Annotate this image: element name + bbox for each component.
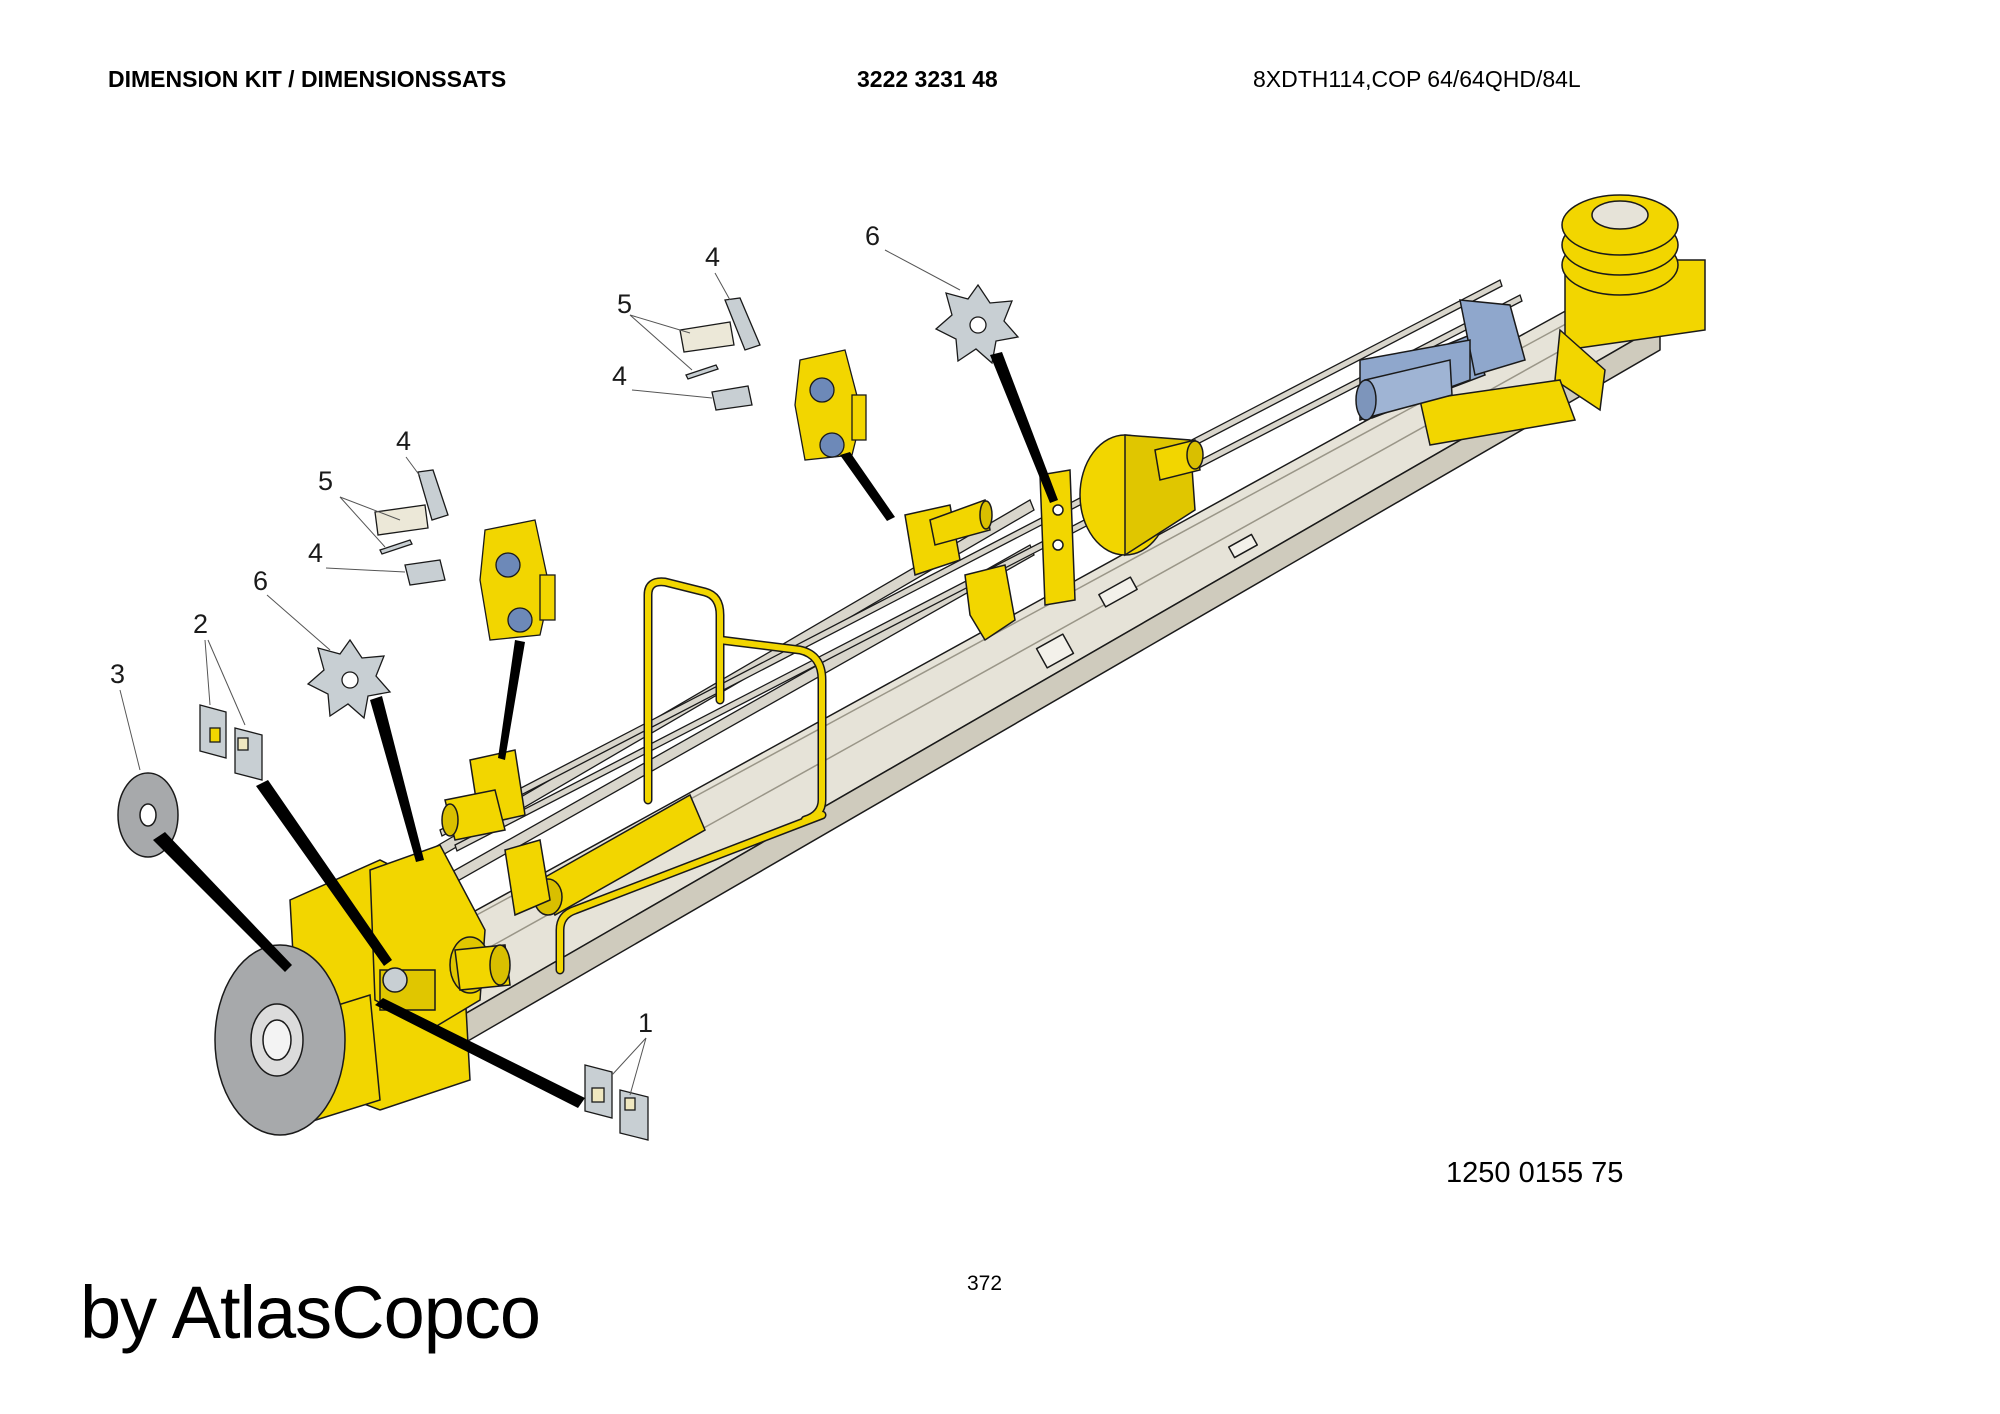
part-6-star-washer-rear [934,283,1020,365]
brand-watermark: by AtlasCopco [80,1271,541,1354]
middle-support [1039,434,1204,606]
leader-lines [119,249,961,1096]
part-6-star-washer-front [306,638,392,720]
callout-6-rear: 6 [865,221,880,251]
part-1-brackets [584,1064,649,1141]
page-number: 372 [967,1272,1003,1295]
header-part-number: 3222 3231 48 [857,66,998,92]
leader-wedges [153,352,1058,1108]
drawing-number: 1250 0155 75 [1446,1157,1624,1189]
front-rod-holder [214,844,511,1136]
rotation-motor [1355,299,1577,446]
header-model: 8XDTH114,COP 64/64QHD/84L [1253,66,1581,92]
callout-5-upper: 5 [617,289,632,319]
part-4-5-lower-set [374,469,556,641]
header-title: DIMENSION KIT / DIMENSIONSSATS [108,66,507,92]
callout-6-front: 6 [253,566,268,596]
callout-4-lower-b: 4 [308,538,323,568]
part-4-5-upper-set [679,297,867,461]
callout-4-lower-a: 4 [396,426,411,456]
callout-2: 2 [193,609,208,639]
callout-5-lower: 5 [318,466,333,496]
callout-4-upper-b: 4 [612,361,627,391]
callout-labels: 3 2 6 4 5 4 1 4 5 4 6 [110,221,880,1038]
part-2-brackets [199,704,263,781]
lower-centralizer [441,749,551,917]
hose-reel [1554,194,1706,412]
callout-3: 3 [110,659,125,689]
callout-4-upper-a: 4 [705,242,720,272]
middle-centralizer [904,498,1016,642]
callout-1: 1 [638,1008,653,1038]
